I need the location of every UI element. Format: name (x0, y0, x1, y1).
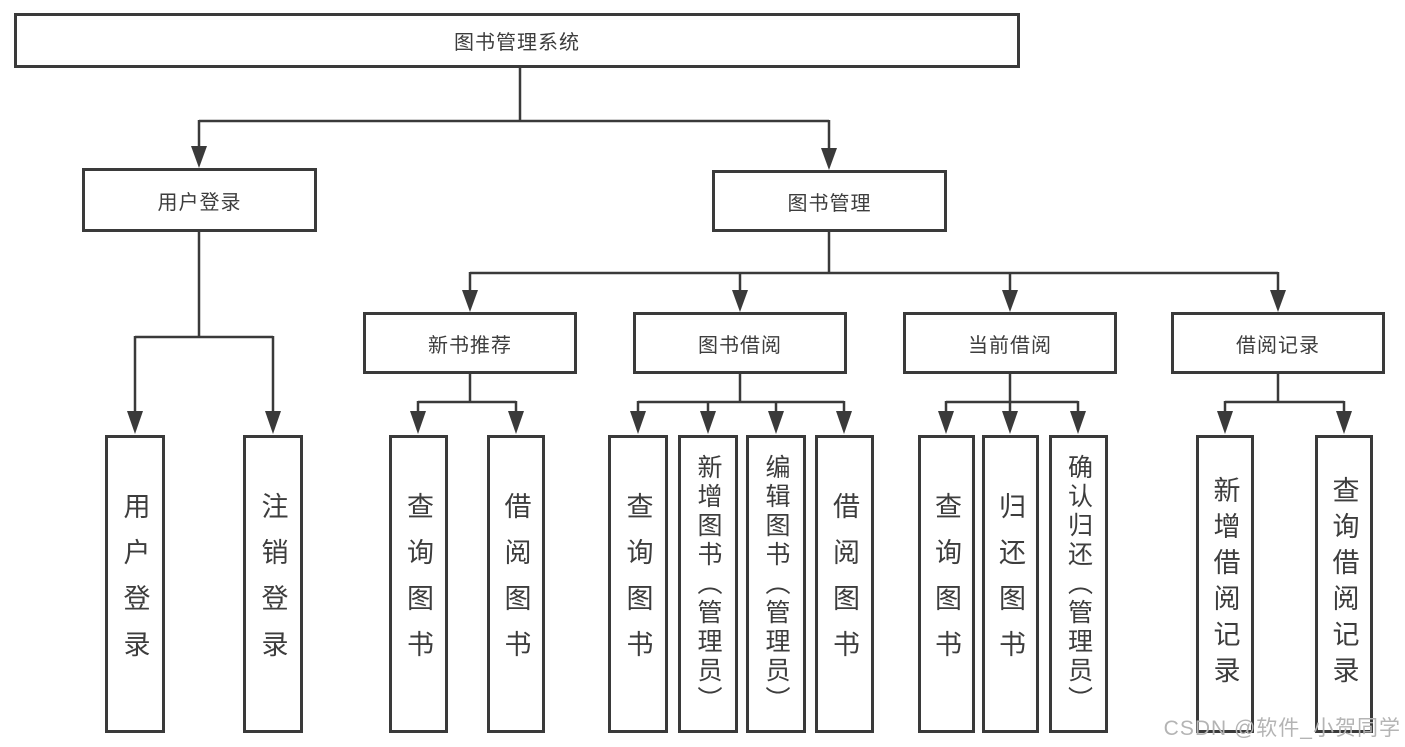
leaf-query-borrow-record-label: 查询借阅记录 (1328, 476, 1359, 692)
node-book-management-label: 图书管理 (787, 192, 872, 215)
node-borrow-records: 借阅记录 (1171, 312, 1385, 374)
leaf-borrow-books-1-label: 借阅图书 (500, 492, 531, 676)
leaf-return-books-label: 归还图书 (995, 492, 1025, 676)
leaf-user-login-label: 用户登录 (119, 492, 150, 676)
leaf-confirm-return-admin-label: 确认归还（管理员） (1064, 453, 1093, 715)
leaf-query-books-3: 查询图书 (918, 435, 975, 733)
leaf-query-books-2: 查询图书 (608, 435, 668, 733)
node-borrow-records-label: 借阅记录 (1236, 334, 1320, 357)
leaf-add-books-admin-label: 新增图书（管理员） (694, 453, 722, 715)
leaf-add-books-admin: 新增图书（管理员） (678, 435, 738, 733)
leaf-borrow-books-2: 借阅图书 (815, 435, 874, 733)
leaf-add-borrow-record: 新增借阅记录 (1196, 435, 1254, 733)
node-current-borrow-label: 当前借阅 (968, 334, 1052, 357)
leaf-return-books: 归还图书 (982, 435, 1039, 733)
leaf-confirm-return-admin: 确认归还（管理员） (1049, 435, 1108, 733)
leaf-edit-books-admin: 编辑图书（管理员） (746, 435, 806, 733)
leaf-query-books-1: 查询图书 (389, 435, 448, 733)
leaf-query-books-2-label: 查询图书 (622, 492, 653, 676)
leaf-query-books-1-label: 查询图书 (403, 492, 433, 676)
leaf-add-borrow-record-label: 新增借阅记录 (1209, 476, 1240, 692)
node-new-book-recommend-label: 新书推荐 (428, 334, 512, 357)
csdn-watermark: CSDN @软件_小贺同学 (1163, 717, 1401, 740)
node-book-borrow: 图书借阅 (633, 312, 847, 374)
leaf-edit-books-admin-label: 编辑图书（管理员） (762, 453, 790, 715)
node-user-login-label: 用户登录 (157, 191, 242, 214)
leaf-borrow-books-1: 借阅图书 (487, 435, 545, 733)
leaf-logout: 注销登录 (243, 435, 303, 733)
node-current-borrow: 当前借阅 (903, 312, 1117, 374)
node-root-label: 图书管理系统 (454, 32, 580, 54)
node-new-book-recommend: 新书推荐 (363, 312, 577, 374)
node-root: 图书管理系统 (14, 13, 1020, 68)
node-book-borrow-label: 图书借阅 (698, 334, 782, 357)
leaf-borrow-books-2-label: 借阅图书 (829, 492, 859, 676)
leaf-query-borrow-record: 查询借阅记录 (1315, 435, 1373, 733)
leaf-logout-label: 注销登录 (257, 492, 288, 676)
leaf-query-books-3-label: 查询图书 (931, 492, 961, 676)
leaf-user-login: 用户登录 (105, 435, 165, 733)
node-book-management: 图书管理 (712, 170, 947, 232)
node-user-login: 用户登录 (82, 168, 317, 232)
